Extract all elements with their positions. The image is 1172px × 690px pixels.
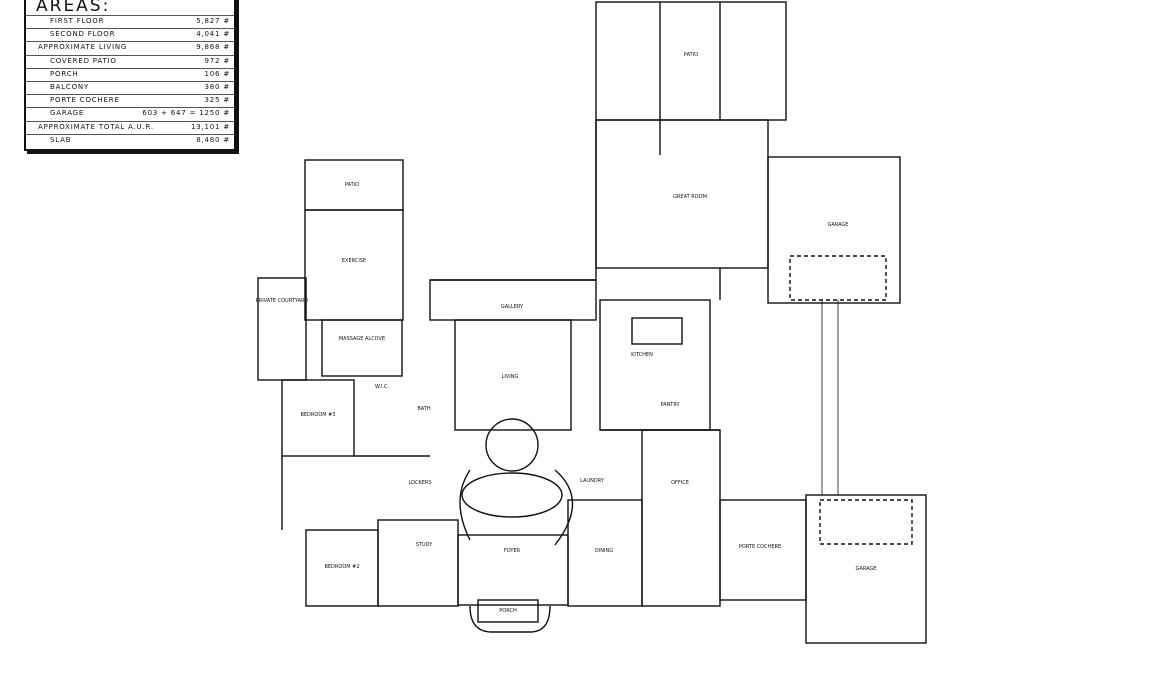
areas-row: APPROXIMATE TOTAL A.U.R. 13,101 # [26,120,234,135]
room-label-porch: PORCH [499,608,517,614]
room-label-kitchen: KITCHEN [631,352,653,358]
room-label-exercise: EXERCISE [342,258,366,264]
areas-row-label: COVERED PATIO [50,56,117,65]
room-label-office: OFFICE [671,480,689,486]
room-label-dining: DINING [595,548,613,554]
areas-row-value: 380 # [204,83,230,91]
areas-row: FIRST FLOOR 5,827 # [26,15,234,29]
areas-row-value: 8,480 # [196,135,230,144]
areas-row-label: FIRST FLOOR [50,17,105,25]
study-outline [377,519,459,607]
areas-row-value: 972 # [204,56,230,65]
room-label-massage: MASSAGE ALCOVE [339,336,385,342]
areas-row-value: 603 + 647 = 1250 # [142,109,230,118]
areas-row: SECOND FLOOR 4,041 # [26,28,234,42]
patio-main-outline [595,1,787,121]
areas-row-label: GARAGE [50,109,85,118]
areas-row: GARAGE 603 + 647 = 1250 # [26,107,234,121]
room-label-study: STUDY [416,542,433,548]
kitchen-outline [599,299,711,431]
exercise-outline [304,209,404,321]
room-label-patio-main: PATIO [684,52,698,58]
room-label-lockers: LOCKERS [408,480,431,486]
room-label-foyer: FOYER [504,548,521,554]
areas-title: AREAS: [36,0,111,16]
areas-row-label: SECOND FLOOR [50,30,116,39]
living-outline [454,319,572,431]
room-label-garage-bottom: GARAGE [856,566,877,572]
rotunda [485,418,539,472]
room-label-gallery: GALLERY [501,304,524,310]
areas-row: COVERED PATIO 972 # [26,54,234,69]
room-label-bath: BATH [417,406,431,412]
areas-row: APPROXIMATE LIVING 9,868 # [26,41,234,55]
porch-outline [477,599,539,623]
courtyard-outline [257,277,307,381]
areas-row-label: PORTE COCHERE [50,96,120,105]
areas-row-value: 13,101 # [191,122,230,131]
areas-row-value: 5,827 # [196,17,230,25]
room-label-porte-cochere: PORTE COCHERE [739,544,781,550]
areas-row: SLAB 8,480 # [26,133,234,148]
porte-cochere-outline [719,499,807,601]
foyer-outline [457,534,569,606]
areas-row: PORTE COCHERE 325 # [26,94,234,108]
areas-table: AREAS: FIRST FLOOR 5,827 # SECOND FLOOR 4,0… [24,0,236,151]
garage-right-outline [767,156,901,304]
areas-row-label: BALCONY [50,83,90,91]
room-label-courtyard: PRIVATE COURTYARD [256,298,309,304]
areas-row-label: APPROXIMATE TOTAL A.U.R. [38,122,154,131]
room-label-laundry: LAUNDRY [580,478,605,484]
room-label-great-room: GREAT ROOM [673,194,707,200]
areas-row-value: 325 # [204,96,230,105]
areas-row-label: PORCH [50,69,79,78]
room-label-living: LIVING [502,374,519,380]
areas-row-label: APPROXIMATE LIVING [38,43,128,52]
room-label-wic: W.I.C. [375,384,390,390]
areas-row: PORCH 106 # [26,67,234,82]
areas-row-label: SLAB [50,135,72,144]
room-label-garage-right: GARAGE [828,222,849,228]
room-label-patio-small: PATIO [345,182,359,188]
areas-row-value: 106 # [204,69,230,78]
bedroom3-outline [281,379,355,457]
gallery-outline [429,279,597,321]
areas-row: BALCONY 380 # [26,81,234,95]
areas-row-value: 9,868 # [196,43,230,52]
areas-row-value: 4,041 # [196,30,230,39]
garage-bottom-outline [805,494,927,644]
room-label-bedroom3: BEDROOM #3 [300,412,335,418]
room-label-pantry: PANTRY [660,402,680,408]
room-label-bedroom2: BEDROOM #2 [324,564,359,570]
